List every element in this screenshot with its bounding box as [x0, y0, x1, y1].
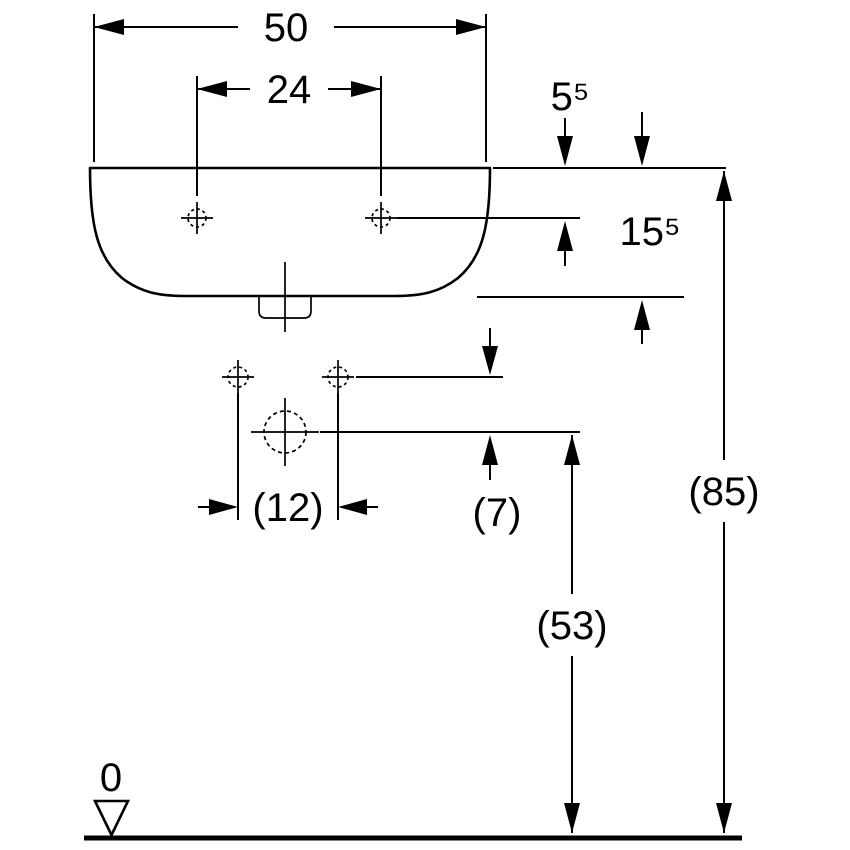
tap-hole-right	[365, 202, 397, 234]
arrowhead-down	[716, 803, 732, 833]
arrowhead-left	[94, 19, 124, 35]
fixing-spacing-label: (12)	[252, 486, 323, 530]
tap-spacing-label: 24	[267, 68, 312, 112]
drain-hole	[251, 398, 319, 466]
dim-fixing-to-drain: (7)	[473, 328, 522, 535]
arrowhead-up	[634, 300, 650, 330]
basin	[88, 166, 492, 332]
dim-drain-plane-height: (53)	[536, 435, 608, 833]
datum-label: 0	[100, 756, 122, 800]
overall-width-label: 50	[264, 6, 309, 50]
arrowhead-down	[482, 346, 498, 375]
rim-height-label: (85)	[688, 470, 759, 514]
fixing-to-drain-label: (7)	[473, 491, 522, 535]
dim-rim-to-apron: 15⁵	[619, 112, 681, 344]
fixing-hole-left	[222, 360, 254, 394]
tap-hole-circle	[187, 208, 207, 228]
datum-triangle-icon	[92, 799, 131, 838]
dim-tap-hole-spacing: 24	[196, 68, 382, 196]
tap-hole-circle	[371, 208, 391, 228]
arrowhead-right	[209, 499, 238, 515]
dim-overall-width: 50	[93, 6, 487, 162]
arrowhead-right	[351, 81, 381, 97]
arrowhead-left	[197, 81, 227, 97]
dim-rim-height: (85)	[688, 171, 760, 833]
fixing-hole-circle	[227, 366, 249, 388]
fixing-hole-circle	[327, 366, 349, 388]
basin-outline	[88, 166, 492, 298]
fixing-hole-right	[322, 360, 354, 394]
arrowhead-down	[564, 803, 580, 833]
arrowhead-down	[557, 136, 573, 166]
rim-to-tap-label: 5⁵	[551, 75, 590, 119]
tap-hole-left	[181, 202, 213, 234]
dim-fixing-hole-spacing: (12)	[198, 393, 378, 530]
arrowhead-left	[338, 499, 367, 515]
arrowhead-up	[482, 435, 498, 465]
arrowhead-right	[456, 19, 486, 35]
dim-rim-to-tap-plane: 5⁵	[551, 75, 590, 266]
arrowhead-down	[634, 136, 650, 166]
rim-to-apron-label: 15⁵	[619, 210, 680, 254]
datum: 0	[92, 756, 131, 838]
arrowhead-up	[557, 221, 573, 251]
drain-height-label: (53)	[536, 604, 607, 648]
